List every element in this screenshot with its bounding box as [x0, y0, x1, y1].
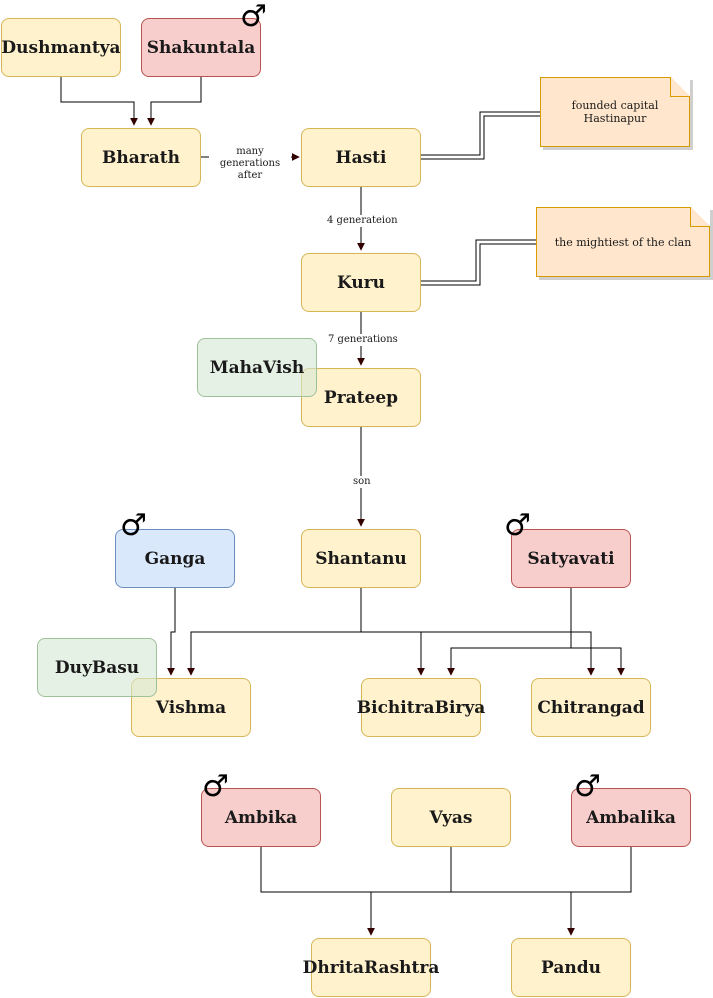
edge-ambalika-pandu	[567, 847, 632, 936]
note-mightiest: the mightiest of the clan	[536, 207, 710, 277]
node-satyavati[interactable]: Satyavati	[511, 529, 631, 588]
node-bharath[interactable]: Bharath	[81, 128, 201, 187]
edge-shantanu-chitrangad	[421, 631, 595, 676]
node-dushmantya[interactable]: Dushmantya	[1, 18, 121, 77]
note-fold	[670, 77, 690, 97]
note-fold	[690, 207, 710, 227]
node-shantanu[interactable]: Shantanu	[301, 529, 421, 588]
note-mightiest-text: the mightiest of the clan	[554, 235, 692, 249]
edge-dushmantya-bharath	[60, 77, 138, 126]
edge-label-bharath-hasti: many generations after	[209, 146, 291, 182]
node-mahavish[interactable]: MahaVish	[197, 338, 317, 397]
edge-satyavati-bichitrabirya	[447, 588, 572, 676]
note-link-mightiest	[421, 239, 536, 282]
note-link-hastinapur	[421, 111, 540, 156]
edge-shakuntala-bharath	[147, 77, 202, 126]
edge-shantanu-vishma	[187, 588, 362, 676]
male-symbol-icon: ♂	[202, 769, 229, 804]
node-duybasu[interactable]: DuyBasu	[37, 638, 157, 697]
male-symbol-icon: ♂	[240, 0, 267, 34]
edge-label-hasti-kuru: 4 generateion	[327, 215, 398, 227]
node-dhritarashtra[interactable]: DhritaRashtra	[303, 938, 439, 997]
edge-satyavati-chitrangad	[571, 647, 625, 676]
node-kuru[interactable]: Kuru	[301, 253, 421, 312]
note-hastinapur-text: founded capital Hastinapur	[571, 99, 659, 125]
node-chitrangad[interactable]: Chitrangad	[531, 678, 651, 737]
node-ganga[interactable]: Ganga	[115, 529, 235, 588]
edge-shantanu-bichitrabirya	[361, 631, 425, 676]
node-prateep[interactable]: Prateep	[301, 368, 421, 427]
edge-ganga-vishma	[167, 588, 176, 676]
node-ambika[interactable]: Ambika	[201, 788, 321, 847]
male-symbol-icon: ♂	[504, 508, 531, 543]
node-hasti[interactable]: Hasti	[301, 128, 421, 187]
male-symbol-icon: ♂	[574, 769, 601, 804]
note-link-mightiest-2	[421, 243, 536, 286]
edge-label-prateep-shantanu: son	[353, 476, 371, 488]
note-link-hastinapur-2	[421, 115, 540, 160]
node-vyas[interactable]: Vyas	[391, 788, 511, 847]
node-bichitrabirya[interactable]: BichitraBirya	[357, 678, 485, 737]
node-shakuntala[interactable]: Shakuntala	[141, 18, 261, 77]
node-pandu[interactable]: Pandu	[511, 938, 631, 997]
edge-ambika-dhritarashtra	[260, 847, 375, 936]
male-symbol-icon: ♂	[120, 508, 147, 543]
node-ambalika[interactable]: Ambalika	[571, 788, 691, 847]
edge-label-kuru-prateep: 7 generations	[328, 334, 398, 346]
note-hastinapur: founded capital Hastinapur	[540, 77, 690, 147]
